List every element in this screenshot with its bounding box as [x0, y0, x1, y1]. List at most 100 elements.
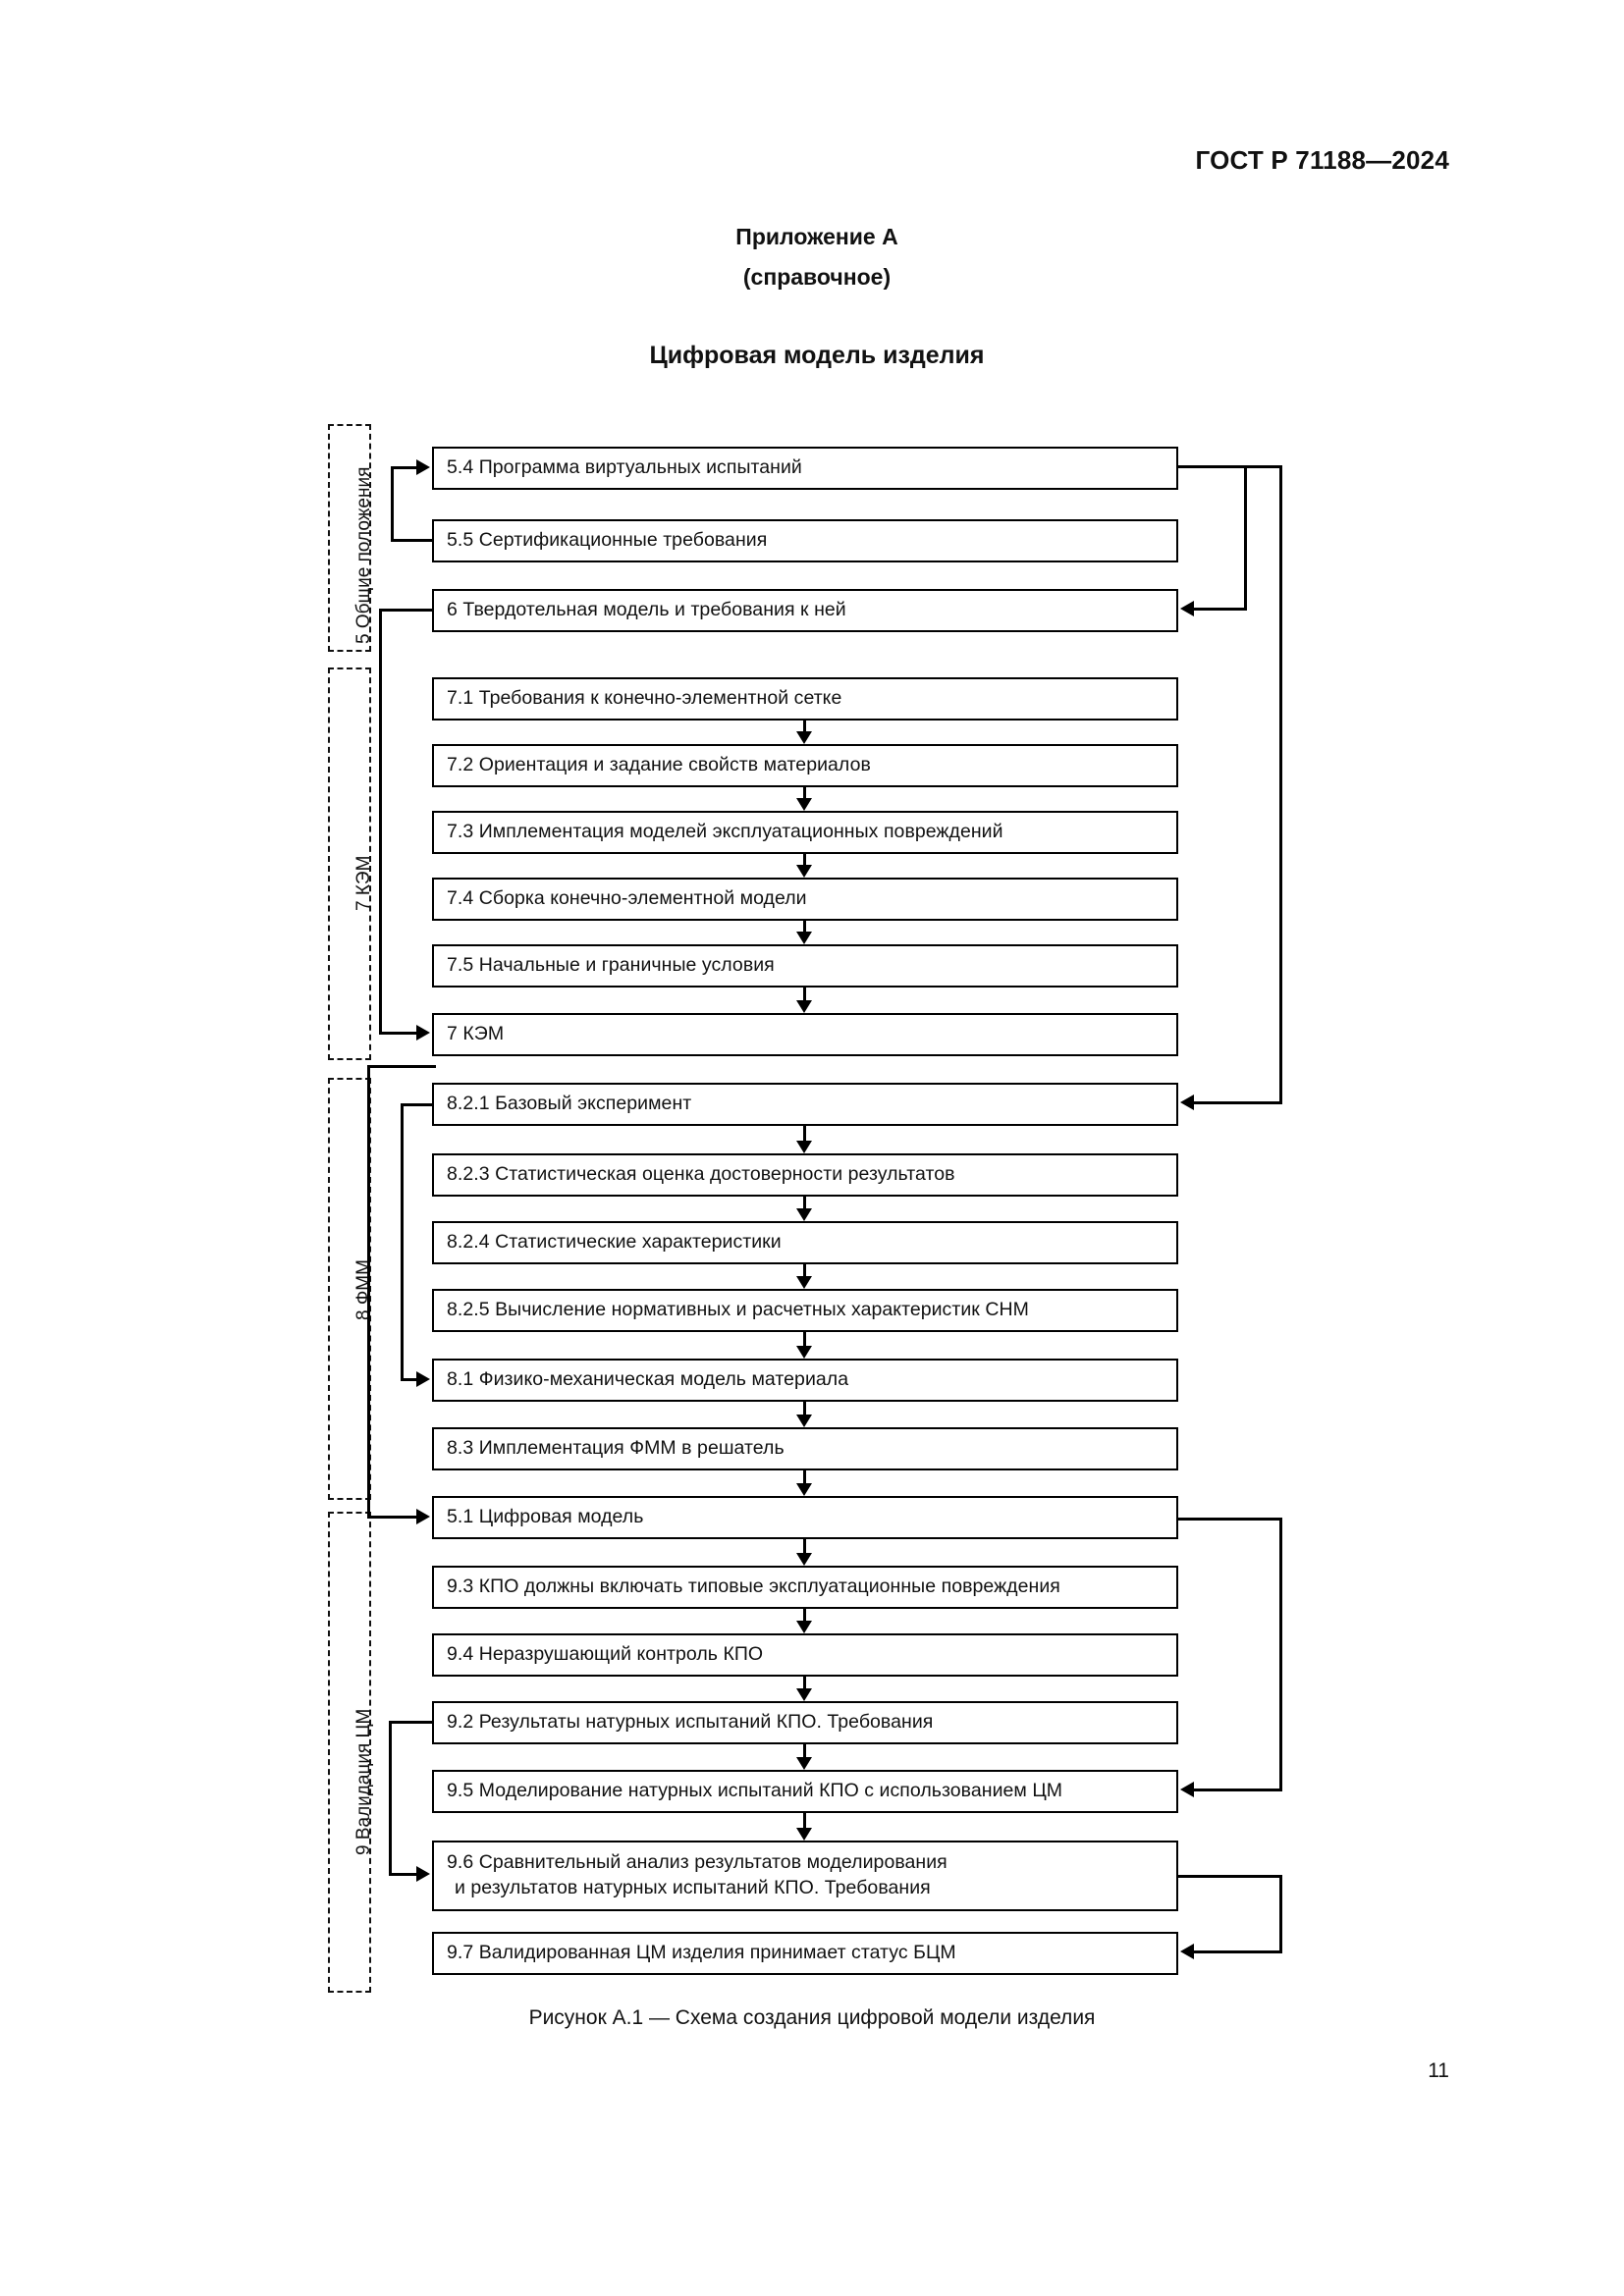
node-9-6-label-line2: и результатов натурных испытаний КПО. Тр…: [455, 1877, 931, 1898]
node-8-3-label: 8.3 Имплементация ФММ в решатель: [447, 1437, 785, 1460]
connector-9-2-left-stub: [389, 1721, 434, 1724]
connector-5-1-right-stub: [1176, 1518, 1282, 1521]
node-7-5-label: 7.5 Начальные и граничные условия: [447, 954, 775, 977]
arrowhead-5-1-to-9-3: [796, 1553, 812, 1566]
node-7-5[interactable]: 7.5 Начальные и граничные условия: [432, 944, 1178, 988]
node-9-5-label: 9.5 Моделирование натурных испытаний КПО…: [447, 1780, 1063, 1802]
arrowhead-5-1-to-9-5: [1180, 1782, 1194, 1797]
connector-8-2-5-to-8-1: [803, 1332, 806, 1346]
node-7-kem[interactable]: 7 КЭМ: [432, 1013, 1178, 1056]
node-9-3-label: 9.3 КПО должны включать типовые эксплуат…: [447, 1575, 1060, 1598]
arrowhead-8-3-to-5-1: [796, 1483, 812, 1496]
connector-6-left-stub: [379, 609, 434, 612]
node-9-6[interactable]: 9.6 Сравнительный анализ результатов мод…: [432, 1841, 1178, 1911]
arrowhead-8-2-4-to-8-2-5: [796, 1276, 812, 1289]
node-5-4-label: 5.4 Программа виртуальных испытаний: [447, 456, 802, 479]
connector-8-3-to-5-1: [803, 1470, 806, 1483]
node-8-2-5-label: 8.2.5 Вычисление нормативных и расчетных…: [447, 1299, 1029, 1321]
node-8-2-1[interactable]: 8.2.1 Базовый эксперимент: [432, 1083, 1178, 1126]
node-7-4[interactable]: 7.4 Сборка конечно-элементной модели: [432, 878, 1178, 921]
connector-7-2-to-7-3: [803, 787, 806, 798]
node-7-1-label: 7.1 Требования к конечно-элементной сетк…: [447, 687, 842, 710]
node-5-5-label: 5.5 Сертификационные требования: [447, 529, 768, 552]
node-8-2-4-label: 8.2.4 Статистические характеристики: [447, 1231, 782, 1254]
arrowhead-7-5-to-7-kem: [796, 1000, 812, 1013]
node-9-7[interactable]: 9.7 Валидированная ЦМ изделия принимает …: [432, 1932, 1178, 1975]
node-7-3-label: 7.3 Имплементация моделей эксплуатационн…: [447, 821, 1003, 843]
arrowhead-9-2-to-9-6: [416, 1866, 430, 1882]
connector-7kem-bottom-stub: [367, 1065, 436, 1068]
arrowhead-6-to-7kem: [416, 1025, 430, 1041]
connector-5-5-to-5-4-riser: [391, 466, 394, 542]
node-6[interactable]: 6 Твердотельная модель и требования к не…: [432, 589, 1178, 632]
connector-9-3-to-9-4: [803, 1609, 806, 1621]
connector-9-6-to-9-7-run: [1194, 1950, 1282, 1953]
node-6-label: 6 Твердотельная модель и требования к не…: [447, 599, 846, 621]
node-9-5[interactable]: 9.5 Моделирование натурных испытаний КПО…: [432, 1770, 1178, 1813]
node-9-2-label: 9.2 Результаты натурных испытаний КПО. Т…: [447, 1711, 934, 1734]
group-label-fmm: 8 ФММ: [353, 1259, 374, 1320]
connector-7-1-to-7-2: [803, 721, 806, 731]
node-5-1[interactable]: 5.1 Цифровая модель: [432, 1496, 1178, 1539]
connector-8-2-1-to-8-1-riser: [401, 1103, 404, 1379]
connector-9-5-to-9-6: [803, 1813, 806, 1828]
node-9-4[interactable]: 9.4 Неразрушающий контроль КПО: [432, 1633, 1178, 1677]
connector-5-1-to-9-5-riser: [1279, 1518, 1282, 1790]
arrowhead-9-6-to-9-7: [1180, 1944, 1194, 1959]
group-bracket-fmm: [328, 1078, 371, 1500]
figure-caption: Рисунок А.1 — Схема создания цифровой мо…: [528, 2006, 1096, 2029]
node-5-5[interactable]: 5.5 Сертификационные требования: [432, 519, 1178, 562]
connector-5-4-to-6-riser: [1244, 465, 1247, 611]
node-8-2-4[interactable]: 8.2.4 Статистические характеристики: [432, 1221, 1178, 1264]
connector-9-2-to-9-6-run: [389, 1873, 416, 1876]
connector-8-1-to-8-3: [803, 1402, 806, 1415]
node-5-4[interactable]: 5.4 Программа виртуальных испытаний: [432, 447, 1178, 490]
annex-title-block: Приложение А (справочное) Цифровая модел…: [0, 224, 1624, 370]
arrowhead-7-4-to-7-5: [796, 932, 812, 944]
group-label-general-provisions: 5 Общие положения: [353, 466, 374, 644]
node-7-1[interactable]: 7.1 Требования к конечно-элементной сетк…: [432, 677, 1178, 721]
group-label-validation: 9 Валидация ЦМ: [353, 1708, 374, 1855]
connector-9-2-to-9-6-riser: [389, 1721, 392, 1876]
connector-9-4-to-9-2: [803, 1677, 806, 1688]
arrowhead-7kem-to-5-1: [416, 1509, 430, 1524]
connector-7-4-to-7-5: [803, 921, 806, 932]
connector-8-2-1-left-stub: [401, 1103, 434, 1106]
connector-8-2-3-to-8-2-4: [803, 1197, 806, 1208]
connector-5-4-to-8-2-1-top-run: [1176, 465, 1282, 468]
node-7-kem-label: 7 КЭМ: [447, 1023, 505, 1045]
node-7-2-label: 7.2 Ориентация и задание свойств материа…: [447, 754, 871, 776]
arrowhead-9-2-to-9-5: [796, 1757, 812, 1770]
group-bracket-general-provisions: [328, 424, 371, 652]
arrowhead-5-4-to-6: [1180, 601, 1194, 616]
node-7-4-label: 7.4 Сборка конечно-элементной модели: [447, 887, 807, 910]
connector-7-3-to-7-4: [803, 854, 806, 865]
node-7-3[interactable]: 7.3 Имплементация моделей эксплуатационн…: [432, 811, 1178, 854]
node-7-2[interactable]: 7.2 Ориентация и задание свойств материа…: [432, 744, 1178, 787]
connector-7kem-to-5-1-riser: [367, 1065, 370, 1516]
connector-6-to-7kem-riser: [379, 609, 382, 1034]
connector-8-2-4-to-8-2-5: [803, 1264, 806, 1276]
arrowhead-8-1-to-8-3: [796, 1415, 812, 1427]
group-label-kem: 7 КЭМ: [353, 855, 374, 911]
node-9-2[interactable]: 9.2 Результаты натурных испытаний КПО. Т…: [432, 1701, 1178, 1744]
connector-5-1-to-9-3: [803, 1539, 806, 1553]
arrowhead-9-4-to-9-2: [796, 1688, 812, 1701]
node-8-3[interactable]: 8.3 Имплементация ФММ в решатель: [432, 1427, 1178, 1470]
group-bracket-kem: [328, 667, 371, 1060]
arrowhead-7-1-to-7-2: [796, 731, 812, 744]
connector-5-5-left-stub: [391, 539, 434, 542]
node-8-1-label: 8.1 Физико-механическая модель материала: [447, 1368, 849, 1391]
connector-9-6-right-stub: [1176, 1875, 1282, 1878]
node-9-3[interactable]: 9.3 КПО должны включать типовые эксплуат…: [432, 1566, 1178, 1609]
connector-9-6-to-9-7-riser: [1279, 1875, 1282, 1953]
connector-8-2-1-to-8-2-3: [803, 1126, 806, 1141]
connector-7-5-to-7-kem: [803, 988, 806, 1000]
connector-9-2-to-9-5: [803, 1744, 806, 1757]
annex-heading: Цифровая модель изделия: [649, 342, 985, 369]
node-8-2-5[interactable]: 8.2.5 Вычисление нормативных и расчетных…: [432, 1289, 1178, 1332]
node-8-2-3[interactable]: 8.2.3 Статистическая оценка достоверност…: [432, 1153, 1178, 1197]
node-8-1[interactable]: 8.1 Физико-механическая модель материала: [432, 1359, 1178, 1402]
connector-6-to-7kem-run: [379, 1032, 416, 1035]
